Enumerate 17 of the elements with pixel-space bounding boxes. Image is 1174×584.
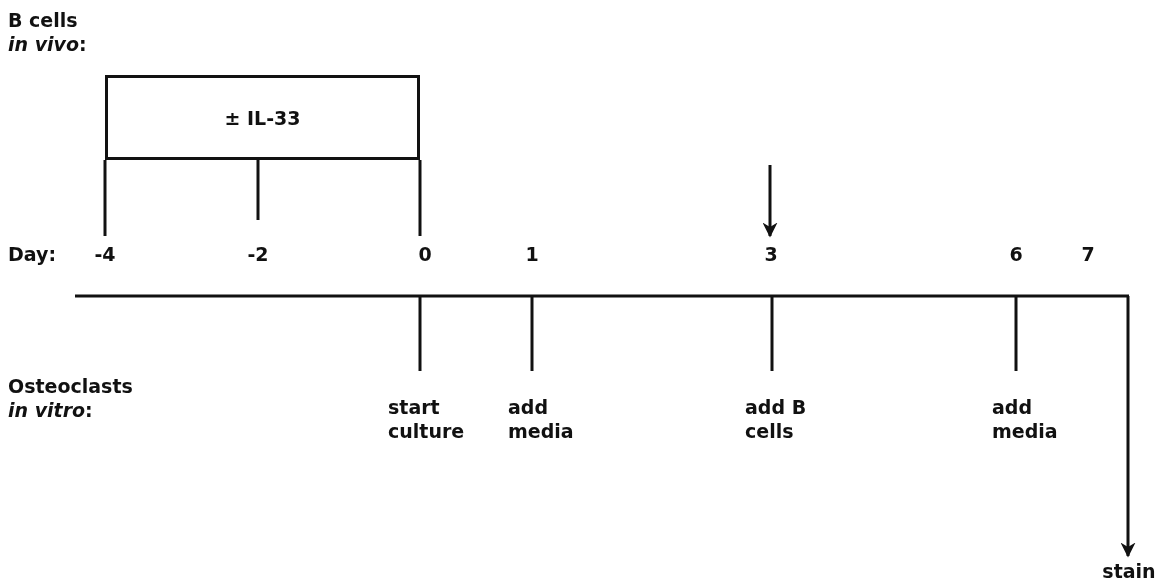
step-label: start culture: [388, 395, 466, 443]
treatment-box: ± IL-33: [105, 75, 420, 160]
tick-label: 3: [764, 242, 778, 266]
axis-title: Day:: [8, 242, 56, 266]
row-heading: Osteoclasts in vitro:: [8, 374, 133, 422]
tick-label: -4: [94, 242, 116, 266]
tick-label: 0: [418, 242, 432, 266]
tick-label: 7: [1081, 242, 1095, 266]
tick-label: 6: [1009, 242, 1023, 266]
step-label: add media: [508, 395, 575, 443]
step-label: add B cells: [745, 395, 808, 443]
arrow: [1120, 296, 1136, 558]
row-heading: B cells in vivo:: [8, 8, 88, 56]
step-label: stain: [1098, 558, 1160, 584]
tick-label: 1: [525, 242, 539, 266]
step-label: add media: [992, 395, 1059, 443]
tick-label: -2: [247, 242, 269, 266]
